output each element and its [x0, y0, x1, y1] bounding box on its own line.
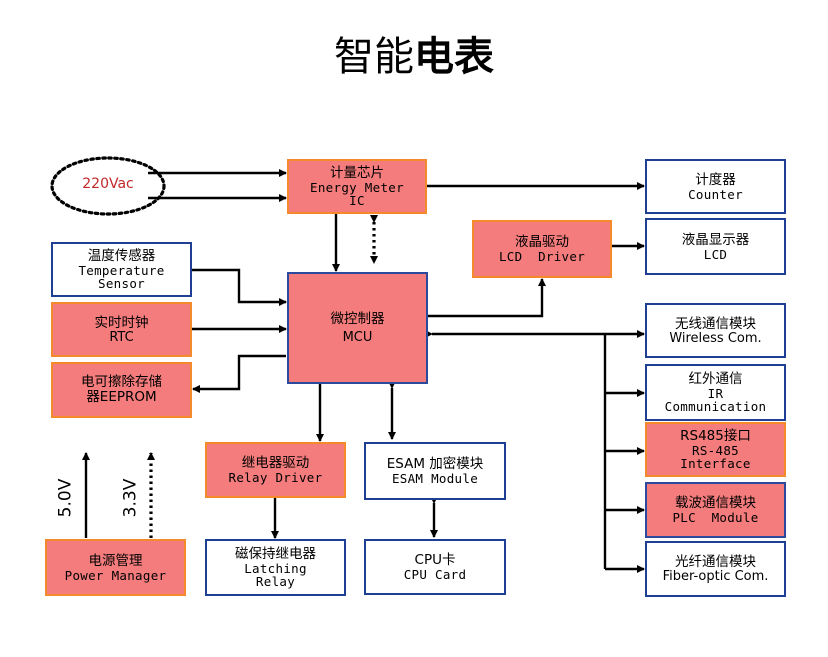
mcu-block: 微控制器 MCU	[287, 272, 428, 384]
ac-source-label: 220Vac	[82, 176, 134, 192]
temperature-sensor-en2: Sensor	[98, 276, 145, 291]
voltage-33v-label: 3.3V	[120, 478, 141, 518]
title-normal: 智能	[334, 34, 414, 80]
rs485-zh: RS485接口	[680, 428, 751, 444]
power-manager-zh: 电源管理	[88, 552, 143, 569]
lcd-driver-zh: 液晶驱动	[515, 234, 569, 250]
cpu-card-zh: CPU卡	[414, 552, 456, 568]
ir-zh: 红外通信	[688, 371, 743, 387]
power-manager-en: Power Manager	[64, 567, 167, 583]
lcd-driver-block: 液晶驱动 LCD Driver	[472, 220, 612, 278]
latching-relay-en1: Latching	[244, 561, 307, 576]
esam-module-block: ESAM 加密模块 ESAM Module	[364, 442, 506, 500]
energy-meter-ic-block: 计量芯片 Energy Meter IC	[287, 159, 427, 214]
power-manager-block: 电源管理 Power Manager	[45, 539, 186, 596]
wire-mcu-to-eeprom	[192, 354, 286, 393]
esam-zh: ESAM 加密模块	[386, 456, 484, 472]
title-bold: 电表	[414, 34, 494, 80]
latching-relay-block: 磁保持继电器 Latching Relay	[205, 539, 346, 596]
ac-source-ellipse	[50, 156, 166, 216]
mcu-zh: 微控制器	[330, 311, 385, 327]
relay-driver-block: 继电器驱动 Relay Driver	[205, 442, 346, 498]
esam-en: ESAM Module	[391, 471, 479, 486]
mcu-en: MCU	[342, 330, 373, 345]
rtc-en: RTC	[109, 329, 134, 345]
lcd-display-en: LCD	[703, 246, 728, 262]
rtc-block: 实时时钟 RTC	[51, 302, 192, 357]
temperature-sensor-en1: Temperature	[78, 263, 165, 278]
voltage-5v-label: 5.0V	[55, 478, 76, 518]
fiber-zh: 光纤通信模块	[675, 554, 756, 570]
diagram-title: 智能电表	[0, 32, 828, 82]
counter-block: 计度器 Counter	[645, 159, 786, 214]
lcd-driver-en: LCD Driver	[498, 249, 586, 264]
wire-mcu-to-lcddriver	[428, 278, 546, 318]
energy-meter-en2: IC	[349, 193, 365, 208]
rtc-zh: 实时时钟	[94, 314, 149, 331]
lcd-display-zh: 液晶显示器	[681, 231, 750, 248]
fiber-optic-module-block: 光纤通信模块 Fiber-optic Com.	[645, 541, 786, 597]
rs485-interface-block: RS485接口 RS-485 Interface	[645, 422, 786, 477]
latching-relay-en2: Relay	[255, 574, 296, 589]
latching-relay-zh: 磁保持继电器	[235, 546, 316, 562]
ir-en2: Communication	[664, 399, 767, 414]
eeprom-en: 器EEPROM	[86, 389, 157, 405]
relay-driver-zh: 继电器驱动	[241, 455, 310, 471]
ir-module-block: 红外通信 IR Communication	[645, 364, 786, 421]
cpu-card-block: CPU卡 CPU Card	[364, 539, 506, 595]
counter-en: Counter	[688, 186, 743, 202]
wire-temp-to-mcu	[192, 268, 287, 306]
relay-driver-en: Relay Driver	[228, 470, 323, 485]
eeprom-zh: 电可擦除存储	[81, 374, 162, 390]
wireless-module-block: 无线通信模块 Wireless Com.	[645, 303, 786, 358]
fiber-en: Fiber-optic Com.	[662, 569, 769, 584]
cpu-card-en: CPU Card	[403, 567, 467, 582]
temperature-sensor-block: 温度传感器 Temperature Sensor	[51, 242, 192, 297]
eeprom-block: 电可擦除存储 器EEPROM	[51, 362, 192, 418]
plc-zh: 载波通信模块	[675, 495, 756, 511]
plc-module-block: 载波通信模块 PLC Module	[645, 482, 786, 538]
ir-en1: IR	[707, 386, 724, 401]
plc-en: PLC Module	[672, 510, 759, 525]
energy-meter-en1: Energy Meter	[310, 180, 404, 195]
rs485-en2: Interface	[680, 456, 751, 471]
counter-zh: 计度器	[695, 171, 736, 188]
rs485-en1: RS-485	[692, 443, 739, 458]
wireless-zh: 无线通信模块	[675, 315, 756, 332]
lcd-display-block: 液晶显示器 LCD	[645, 218, 786, 275]
energy-meter-zh: 计量芯片	[330, 165, 384, 181]
wireless-en: Wireless Com.	[669, 330, 762, 346]
temperature-sensor-zh: 温度传感器	[87, 248, 156, 264]
